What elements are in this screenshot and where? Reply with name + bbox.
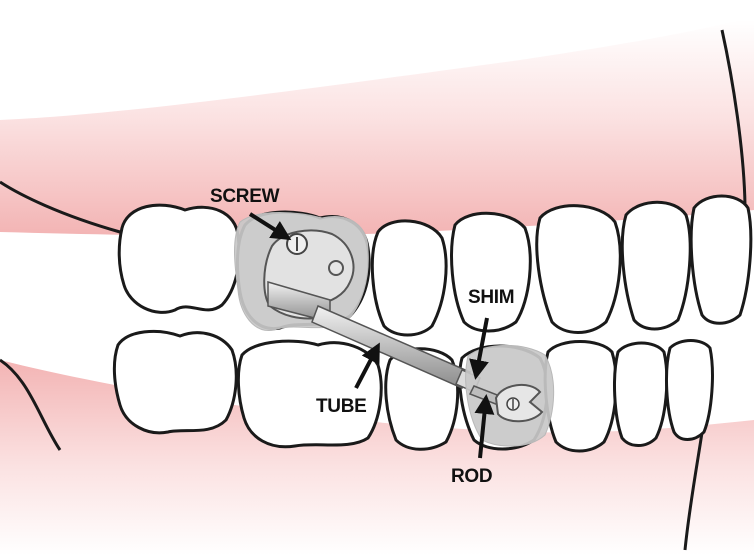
- upper-canine: [537, 206, 620, 333]
- upper-incisor-2: [691, 196, 751, 323]
- lower-incisor-1: [615, 343, 667, 446]
- upper-molar-left: [119, 205, 239, 312]
- upper-incisor-1: [622, 202, 690, 329]
- lower-molar-mid: [238, 341, 381, 447]
- lower-incisor-2: [667, 341, 713, 440]
- label-tube: TUBE: [316, 396, 367, 417]
- label-shim: SHIM: [468, 287, 514, 308]
- housing-hole: [329, 261, 343, 275]
- label-screw: SCREW: [210, 186, 280, 207]
- lower-molar-left: [114, 331, 236, 432]
- upper-premolar-1: [372, 221, 446, 335]
- upper-premolar-2: [452, 213, 531, 331]
- lower-canine: [545, 342, 616, 452]
- label-rod: ROD: [451, 466, 492, 487]
